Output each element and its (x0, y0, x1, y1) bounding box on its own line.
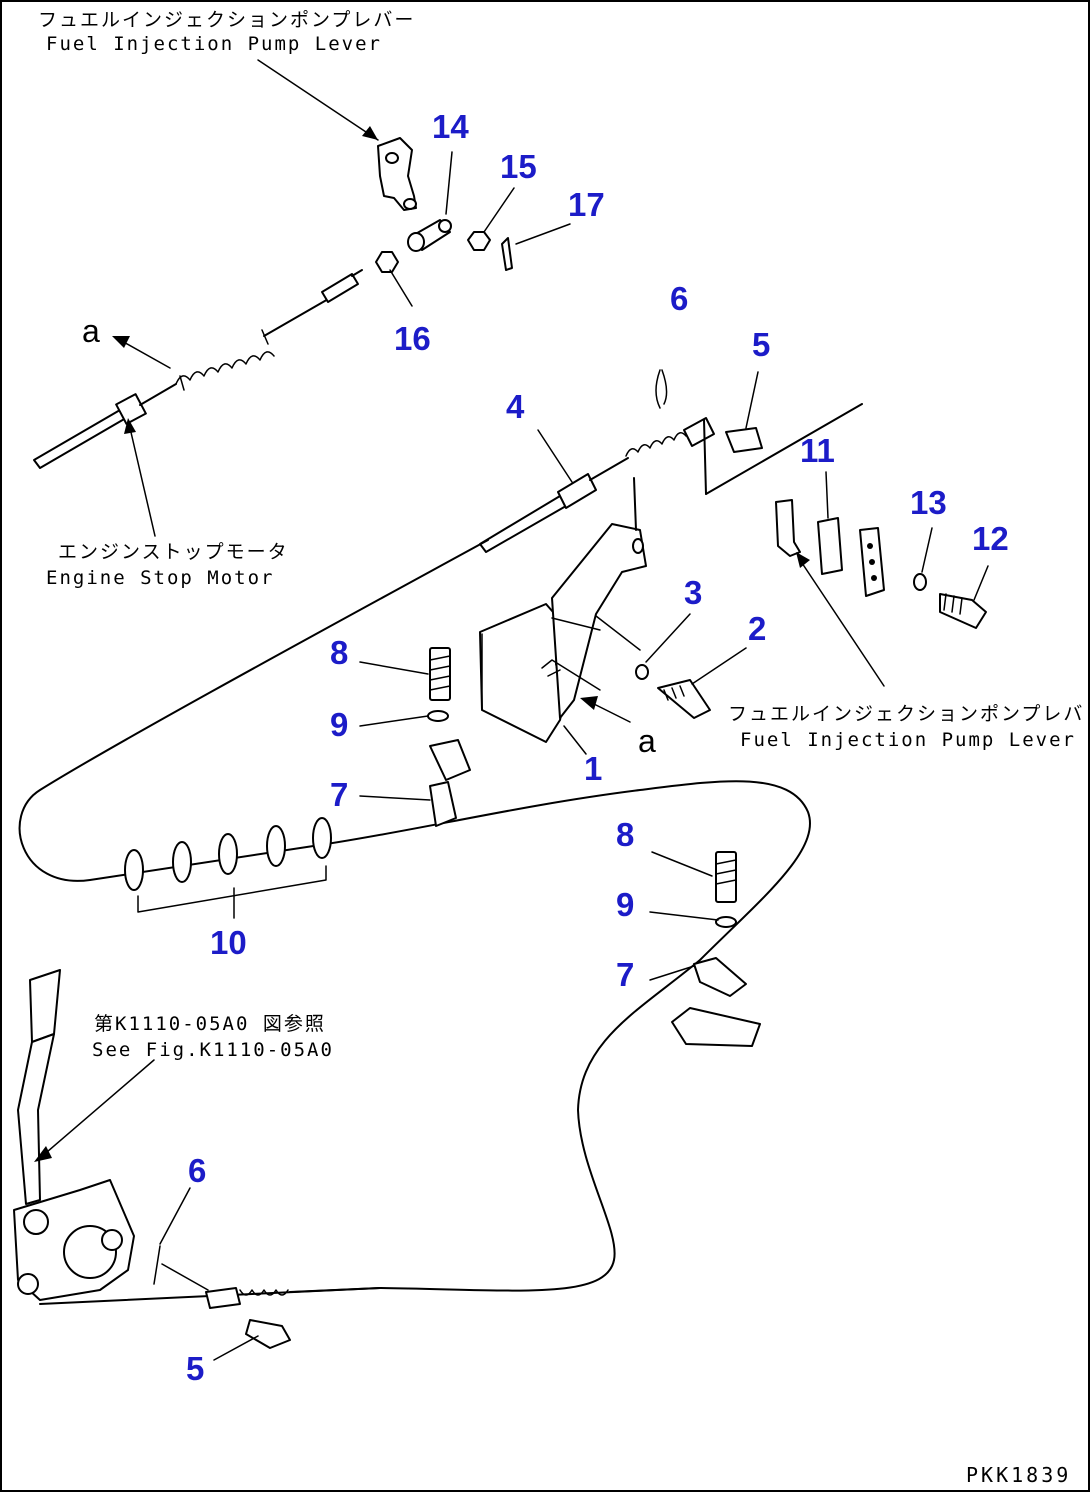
see-fig-jp-label: 第K1110-05A0 図参照 (94, 1013, 326, 1035)
engine-stop-cable (33, 269, 363, 537)
clamp-right (671, 851, 761, 1047)
fip-lever-right-en-label: Fuel Injection Pump Lever (740, 729, 1076, 751)
part-number-3: 3 (684, 574, 702, 611)
lower-cable-end (153, 1245, 381, 1349)
part-number-5-bottom: 5 (186, 1350, 204, 1387)
main-cable-upper (479, 369, 863, 553)
part-number-12: 12 (972, 520, 1009, 557)
engine-stop-motor-en-label: Engine Stop Motor (46, 567, 274, 589)
part-number-10: 10 (210, 924, 247, 961)
bracket-assembly (479, 477, 711, 743)
see-fig-en-label: See Fig.K1110-05A0 (92, 1039, 334, 1061)
fip-lever-right-jp-label: フュエルインジェクションポンプレバ (728, 703, 1084, 725)
cable-loop (18, 539, 811, 1292)
part-number-13: 13 (910, 484, 947, 521)
part-number-1: 1 (584, 750, 602, 787)
fip-lever-top-jp-label: フュエルインジェクションポンプレバー (38, 9, 415, 31)
clamp-left (427, 647, 471, 827)
part-number-4: 4 (506, 388, 525, 425)
part-number-6-bottom: 6 (188, 1152, 206, 1189)
right-lever-parts (775, 499, 987, 687)
part-number-2: 2 (748, 610, 766, 647)
control-lever (13, 969, 381, 1305)
part-number-8-right: 8 (616, 816, 634, 853)
part-number-17: 17 (568, 186, 605, 223)
part-number-16: 16 (394, 320, 431, 357)
part-number-11: 11 (800, 432, 835, 469)
fip-lever-top-en-label: Fuel Injection Pump Lever (46, 33, 382, 55)
fip-lever-top-drawing (257, 59, 513, 273)
part-number-8-left: 8 (330, 634, 348, 671)
part-number-15: 15 (500, 148, 537, 185)
leader-lines (159, 151, 989, 1361)
part-number-7-right: 7 (616, 956, 634, 993)
part-number-9-left: 9 (330, 706, 348, 743)
part-number-9-right: 9 (616, 886, 634, 923)
drawing-code: PKK1839 (966, 1463, 1071, 1487)
part-number-6-top: 6 (670, 280, 688, 317)
part-number-14: 14 (432, 108, 469, 145)
engine-stop-motor-jp-label: エンジンストップモータ (58, 541, 289, 563)
grommets (124, 817, 332, 919)
part-number-7-left: 7 (330, 776, 348, 813)
ref-mark-a-mid: a (638, 723, 656, 759)
ref-mark-a-top: a (82, 313, 100, 349)
part-number-5-top: 5 (752, 326, 770, 363)
